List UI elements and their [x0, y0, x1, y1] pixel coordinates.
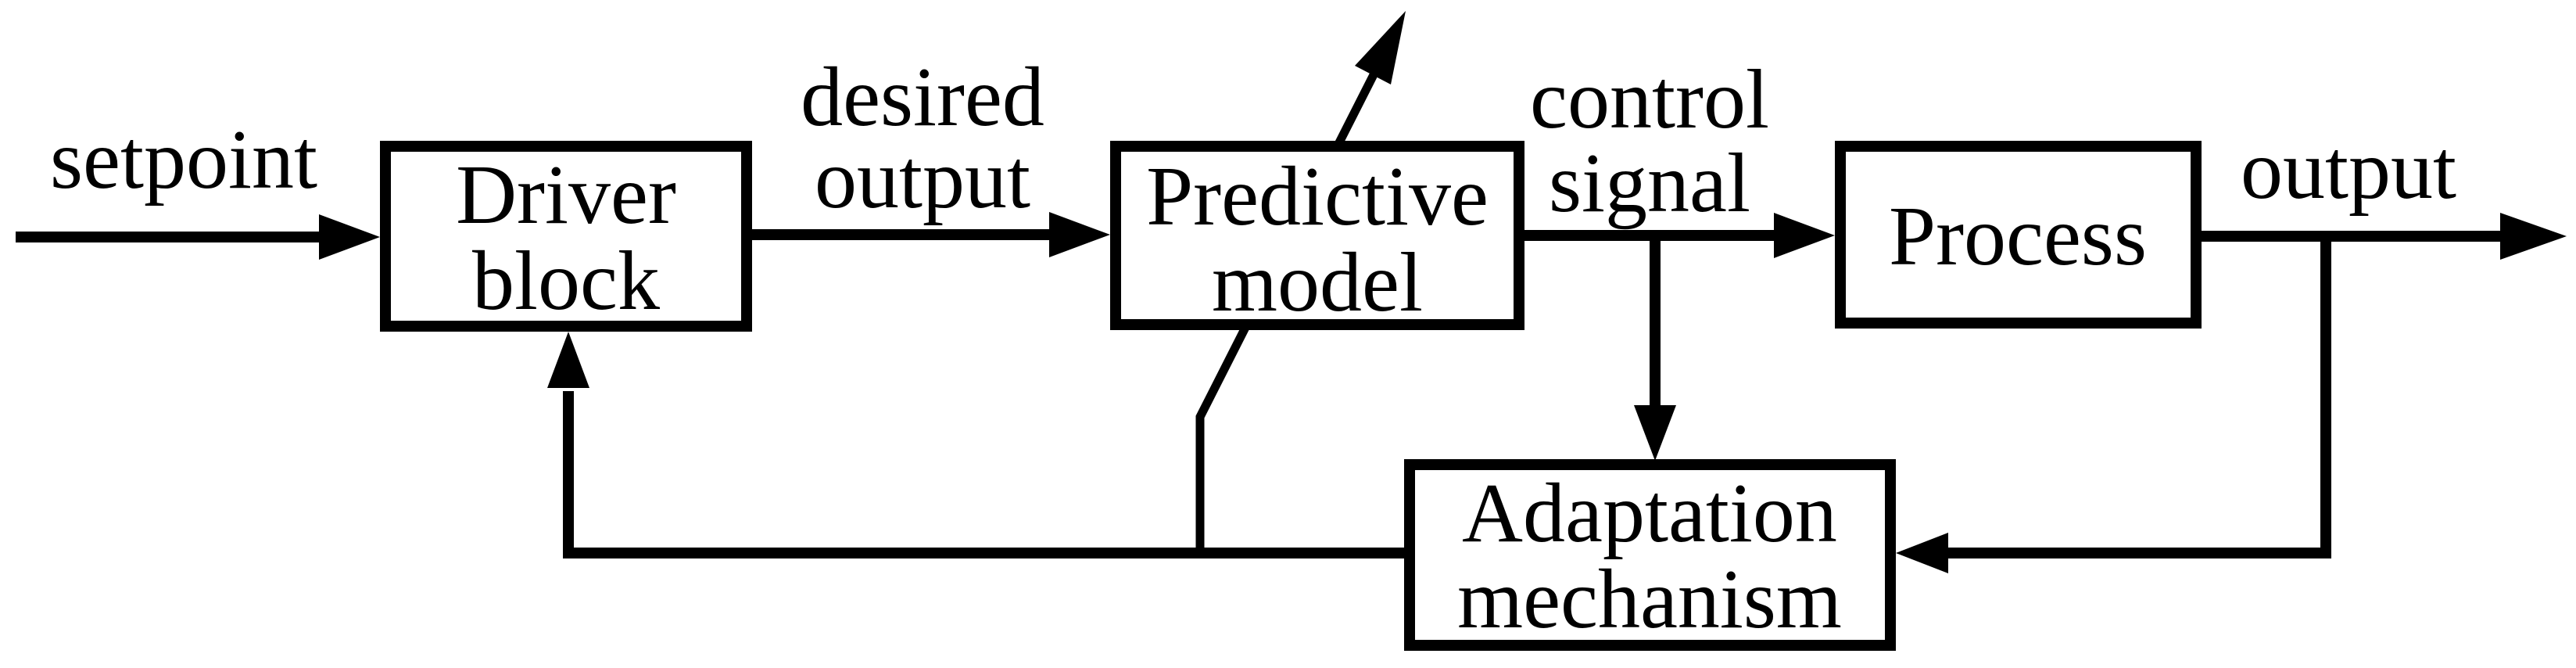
- predictive-model-box: [1110, 141, 1524, 330]
- setpoint-label: setpoint: [50, 113, 317, 207]
- desired-output-label-line1: desired: [801, 51, 1044, 144]
- process-box: [1835, 141, 2202, 329]
- process-label: Process: [1889, 190, 2147, 283]
- setpoint-arrowhead-icon: [319, 214, 380, 260]
- model-adjust-arrowhead-icon: [1355, 11, 1406, 84]
- predictive-model-label-line2: model: [1212, 236, 1423, 329]
- adaptation-mechanism-box: [1404, 459, 1896, 651]
- adaptation-to-driver-arrowhead-icon: [547, 332, 589, 388]
- driver-block-box: [380, 141, 752, 332]
- output-to-adaptation-arrowhead-icon: [1896, 533, 1948, 573]
- driver-block-label-line2: block: [472, 235, 660, 328]
- output-arrowhead-icon: [2500, 213, 2567, 260]
- desired-output-arrowhead-icon: [1049, 212, 1110, 257]
- predictive-model-label-line1: Predictive: [1146, 150, 1489, 243]
- adaptation-label-line2: mechanism: [1457, 553, 1842, 646]
- control-to-adaptation-arrowhead-icon: [1634, 405, 1676, 461]
- output-feedback-wire: [1944, 236, 2331, 558]
- adaptation-to-driver-wire: [563, 391, 1406, 558]
- adaptation-label-line1: Adaptation: [1462, 467, 1837, 560]
- desired-output-label-line2: output: [815, 133, 1030, 226]
- control-signal-label-line1: control: [1530, 53, 1769, 146]
- driver-block-label-line1: Driver: [456, 149, 676, 242]
- control-signal-label-line2: signal: [1549, 137, 1750, 230]
- output-label: output: [2241, 124, 2456, 217]
- control-signal-arrowhead-icon: [1774, 213, 1835, 258]
